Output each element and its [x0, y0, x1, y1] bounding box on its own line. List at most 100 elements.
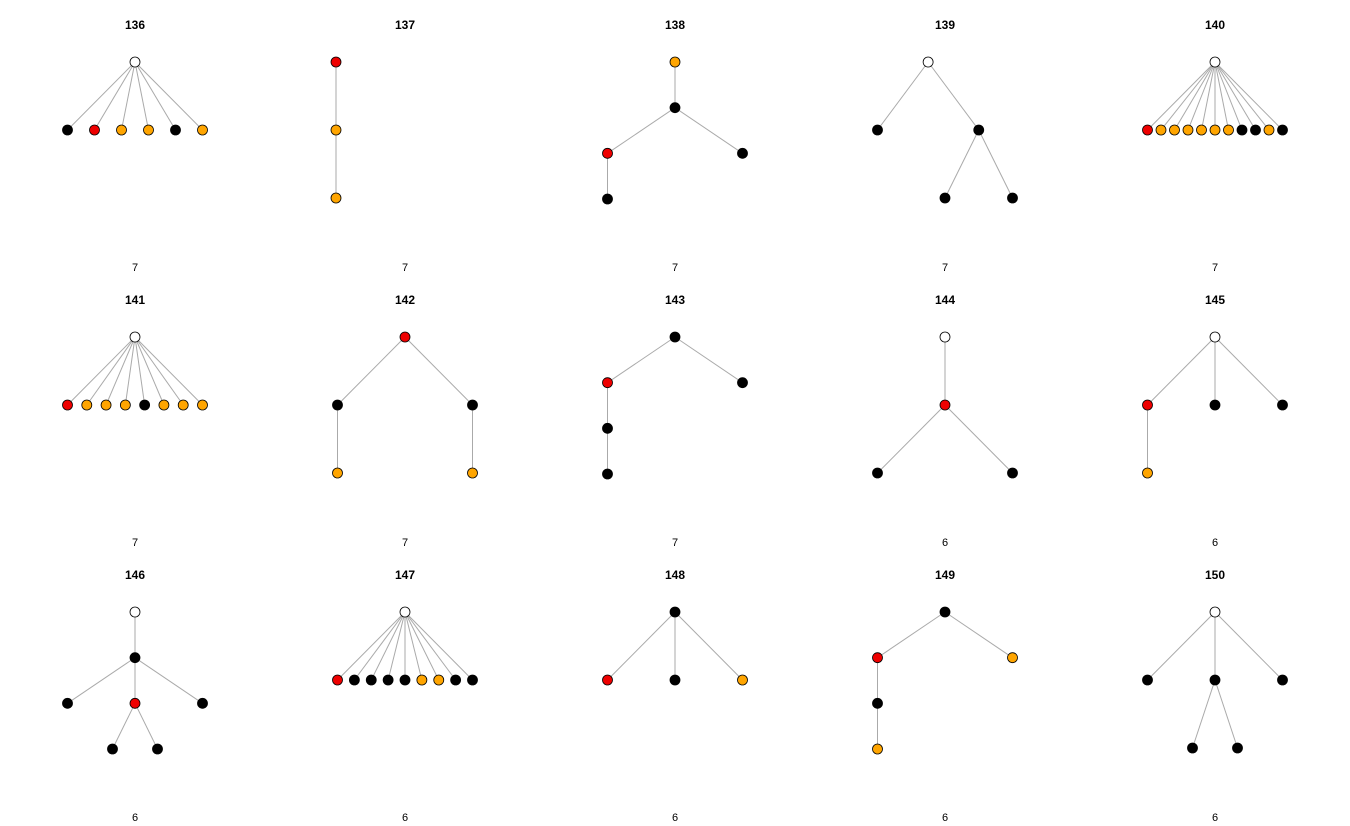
tree-edge [134, 657, 203, 704]
tree-edge [877, 404, 946, 474]
tree-node-orange [1196, 124, 1207, 136]
tree-node-black [602, 422, 613, 434]
tree-node-black [939, 606, 951, 618]
tree-node-black [1250, 124, 1261, 136]
tree-node-white [129, 56, 141, 68]
tree-node-black [602, 193, 613, 205]
tree-edge [387, 611, 406, 681]
tree-node-black [1277, 674, 1288, 686]
tree-node-red [399, 331, 411, 343]
tree-node-orange [467, 467, 478, 479]
tree-title: 146 [124, 568, 146, 582]
tree-diagram [872, 331, 1018, 479]
tree-diagram [602, 56, 748, 205]
tree-node-black [669, 102, 681, 114]
tree-node-orange [158, 399, 170, 411]
tree-node-black [872, 124, 883, 136]
tree-edge [404, 611, 457, 681]
tree-count: 6 [671, 812, 679, 824]
tree-edge [1214, 611, 1283, 681]
tree-edge [404, 336, 473, 406]
tree-edge [1147, 61, 1216, 131]
tree-edge [134, 61, 203, 131]
tree-node-red [602, 674, 613, 686]
tree-edge [105, 336, 136, 406]
tree-node-orange [197, 124, 208, 136]
tree-edge [67, 657, 136, 704]
tree-node-black [1277, 399, 1288, 411]
tree-node-orange [737, 674, 748, 686]
tree-title: 142 [394, 293, 416, 307]
tree-node-black [139, 399, 151, 411]
tree-node-orange [1263, 124, 1275, 136]
tree-edge [134, 336, 184, 406]
tree-node-black [737, 147, 748, 159]
tree-node-black [1209, 674, 1221, 686]
tree-node-white [922, 56, 934, 68]
tree-node-white [399, 606, 411, 618]
tree-node-black [1007, 192, 1018, 204]
tree-diagram [332, 606, 478, 686]
tree-edge [337, 336, 406, 406]
tree-title: 148 [664, 568, 686, 582]
tree-edge [1214, 61, 1270, 131]
tree-edge [674, 107, 743, 154]
tree-diagram [602, 606, 748, 686]
tree-edge [404, 611, 473, 681]
tree-node-red [939, 399, 951, 411]
tree-edge [978, 129, 1013, 199]
tree-count: 6 [131, 812, 139, 824]
tree-node-red [1142, 124, 1153, 136]
tree-edge [1214, 679, 1238, 749]
tree-title: 140 [1204, 18, 1226, 32]
tree-edge [1174, 61, 1216, 131]
tree-node-black [939, 192, 951, 204]
tree-node-black [1236, 124, 1248, 136]
tree-edge [1214, 61, 1229, 131]
tree-node-black [1209, 399, 1221, 411]
tree-node-black [62, 124, 73, 136]
tree-node-red [872, 652, 883, 664]
tree-diagram [1142, 56, 1288, 136]
tree-diagram [62, 56, 208, 136]
tree-edge [1187, 61, 1216, 131]
tree-node-orange [416, 674, 428, 686]
tree-title: 136 [124, 18, 146, 32]
tree-node-white [1209, 56, 1221, 68]
tree-edge [370, 611, 406, 681]
tree-diagram [332, 331, 478, 479]
tree-edge [607, 336, 676, 384]
tree-node-black [467, 399, 478, 411]
tree-edge [94, 61, 136, 131]
tree-node-black [737, 377, 748, 389]
tree-title: 141 [124, 293, 146, 307]
tree-node-white [129, 331, 141, 343]
tree-node-black [1277, 124, 1288, 136]
tree-edge [67, 61, 136, 131]
tree-title: 137 [394, 18, 416, 32]
tree-diagram [872, 56, 1018, 204]
tree-title: 145 [1204, 293, 1226, 307]
tree-edge [944, 404, 1013, 474]
tree-edge [112, 703, 136, 750]
tree-node-black [399, 674, 411, 686]
tree-node-red [602, 147, 613, 159]
tree-edge [1147, 336, 1216, 406]
tree-node-orange [119, 399, 131, 411]
tree-node-orange [330, 192, 342, 204]
tree-node-black [348, 674, 360, 686]
tree-edge [134, 61, 176, 131]
tree-count: 7 [941, 262, 949, 274]
tree-node-white [1209, 331, 1221, 343]
tree-node-black [602, 468, 613, 480]
tree-node-black [107, 743, 118, 755]
tree-edge [134, 336, 146, 406]
tree-node-black [450, 674, 462, 686]
tree-edge [134, 703, 158, 750]
